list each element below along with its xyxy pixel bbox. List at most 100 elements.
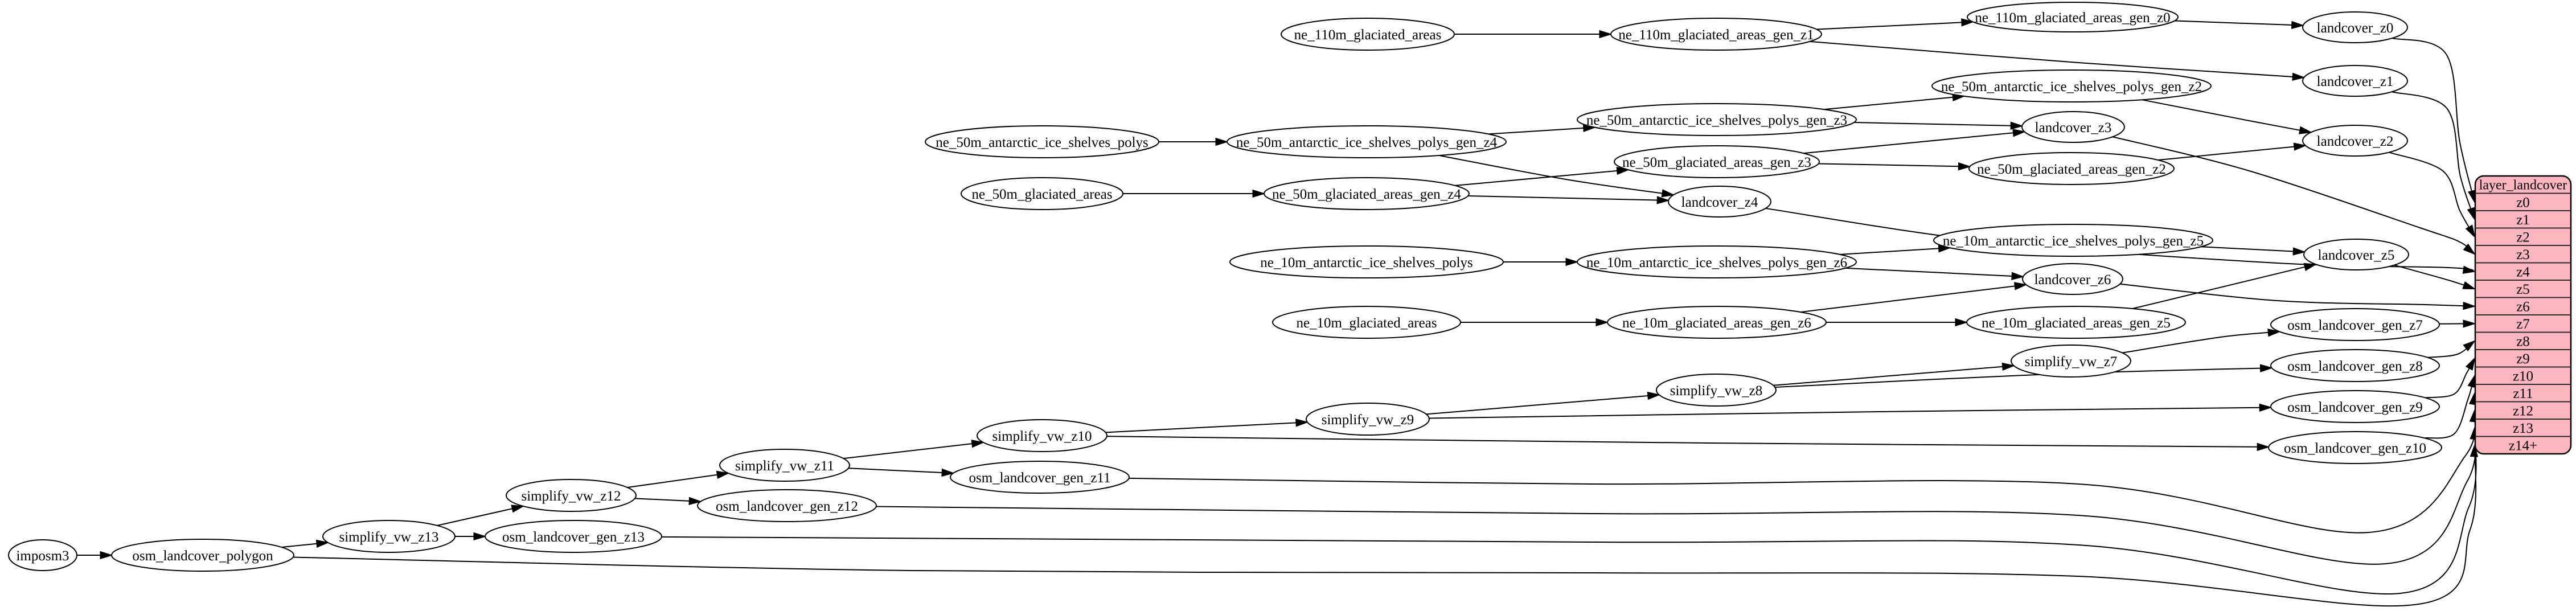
edge-landcover_z6-to-layer-landcover-z6 bbox=[2120, 283, 2476, 310]
node-ne_50m_antarctic_ice_shelves_polys: ne_50m_antarctic_ice_shelves_polys bbox=[925, 125, 1159, 158]
table-row-z14+: z14+ bbox=[2509, 438, 2537, 454]
edge-osm_landcover_gen_z9-to-layer-landcover-z9 bbox=[2425, 356, 2476, 399]
node-simplify_vw_z7: simplify_vw_z7 bbox=[2011, 345, 2131, 378]
table-row-z5: z5 bbox=[2516, 282, 2530, 297]
node-ne_110m_glaciated_areas_gen_z0: ne_110m_glaciated_areas_gen_z0 bbox=[1967, 2, 2179, 32]
node-simplify_vw_z10: simplify_vw_z10 bbox=[977, 419, 1107, 452]
node-ellipse-osm_landcover_gen_z9 bbox=[2270, 390, 2440, 423]
node-osm_landcover_gen_z8: osm_landcover_gen_z8 bbox=[2270, 349, 2440, 382]
node-label-landcover_z5: landcover_z5 bbox=[2318, 248, 2395, 263]
node-ne_50m_glaciated_areas_gen_z3: ne_50m_glaciated_areas_gen_z3 bbox=[1614, 145, 1820, 178]
node-ellipse-simplify_vw_z13 bbox=[322, 520, 456, 553]
edge-osm_landcover_gen_z7-to-layer-landcover-z7 bbox=[2439, 319, 2476, 328]
node-ellipse-osm_landcover_gen_z12 bbox=[697, 489, 877, 522]
node-ellipse-simplify_vw_z9 bbox=[1306, 403, 1430, 436]
edge-ne_50m_antarctic_ice_shelves_polys_gen_z3-to-ne_50m_antarctic_ice_shelves_polys_gen_z2 bbox=[1824, 93, 1966, 110]
node-label-landcover_z4: landcover_z4 bbox=[1681, 195, 1758, 210]
edge-ne_50m_antarctic_ice_shelves_polys_gen_z4-to-ne_50m_antarctic_ice_shelves_polys_gen_z3 bbox=[1488, 124, 1597, 135]
node-label-ne_50m_glaciated_areas_gen_z4: ne_50m_glaciated_areas_gen_z4 bbox=[1272, 187, 1461, 202]
edge-ne_50m_antarctic_ice_shelves_polys_gen_z3-to-landcover_z3 bbox=[1854, 121, 2024, 130]
node-ellipse-ne_110m_glaciated_areas_gen_z0 bbox=[1967, 2, 2179, 32]
node-label-ne_50m_glaciated_areas: ne_50m_glaciated_areas bbox=[971, 187, 1112, 202]
edge-osm_landcover_gen_z10-to-layer-landcover-z10 bbox=[2424, 374, 2476, 439]
node-ne_10m_glaciated_areas_gen_z6: ne_10m_glaciated_areas_gen_z6 bbox=[1607, 306, 1827, 339]
node-ellipse-ne_10m_glaciated_areas bbox=[1272, 306, 1461, 339]
edge-ne_110m_glaciated_areas_gen_z1-to-ne_110m_glaciated_areas_gen_z0 bbox=[1816, 18, 1975, 30]
node-ellipse-simplify_vw_z7 bbox=[2011, 345, 2131, 378]
node-ne_10m_glaciated_areas: ne_10m_glaciated_areas bbox=[1272, 306, 1461, 339]
node-landcover_z6: landcover_z6 bbox=[2022, 263, 2123, 295]
node-ellipse-osm_landcover_gen_z10 bbox=[2268, 431, 2442, 464]
node-ellipse-ne_10m_antarctic_ice_shelves_polys_gen_z5 bbox=[1933, 224, 2213, 257]
edge-ne_10m_antarctic_ice_shelves_polys_gen_z5-to-landcover_z5 bbox=[2201, 246, 2307, 256]
node-ne_10m_antarctic_ice_shelves_polys: ne_10m_antarctic_ice_shelves_polys bbox=[1229, 245, 1504, 278]
node-ne_50m_antarctic_ice_shelves_polys_gen_z3: ne_50m_antarctic_ice_shelves_polys_gen_z… bbox=[1577, 103, 1857, 136]
node-ellipse-landcover_z2 bbox=[2302, 125, 2408, 157]
node-ellipse-ne_50m_antarctic_ice_shelves_polys_gen_z3 bbox=[1577, 103, 1857, 136]
edge-ne_50m_glaciated_areas_gen_z4-to-ne_50m_glaciated_areas_gen_z3 bbox=[1455, 166, 1630, 186]
node-label-ne_50m_antarctic_ice_shelves_polys_gen_z2: ne_50m_antarctic_ice_shelves_polys_gen_z… bbox=[1941, 79, 2202, 95]
node-label-simplify_vw_z7: simplify_vw_z7 bbox=[2025, 354, 2118, 370]
node-label-ne_110m_glaciated_areas: ne_110m_glaciated_areas bbox=[1294, 27, 1442, 43]
node-label-osm_landcover_gen_z9: osm_landcover_gen_z9 bbox=[2287, 400, 2422, 415]
node-ellipse-ne_50m_glaciated_areas_gen_z4 bbox=[1264, 177, 1470, 210]
node-ne_50m_glaciated_areas_gen_z2: ne_50m_glaciated_areas_gen_z2 bbox=[1968, 152, 2175, 185]
node-label-ne_50m_antarctic_ice_shelves_polys_gen_z3: ne_50m_antarctic_ice_shelves_polys_gen_z… bbox=[1586, 113, 1847, 128]
node-ellipse-landcover_z1 bbox=[2302, 65, 2408, 97]
node-label-osm_landcover_gen_z12: osm_landcover_gen_z12 bbox=[716, 499, 858, 514]
node-label-osm_landcover_gen_z13: osm_landcover_gen_z13 bbox=[502, 530, 645, 545]
node-ellipse-landcover_z5 bbox=[2303, 239, 2409, 270]
table-row-z13: z13 bbox=[2513, 421, 2533, 436]
table-row-z3: z3 bbox=[2516, 247, 2530, 263]
node-label-landcover_z0: landcover_z0 bbox=[2317, 20, 2394, 36]
node-label-simplify_vw_z10: simplify_vw_z10 bbox=[992, 429, 1092, 444]
node-label-osm_landcover_gen_z10: osm_landcover_gen_z10 bbox=[2284, 441, 2426, 456]
node-osm_landcover_gen_z13: osm_landcover_gen_z13 bbox=[485, 520, 662, 553]
edge-landcover_z4-to-layer-landcover-z4 bbox=[1765, 207, 2476, 274]
node-label-ne_10m_glaciated_areas_gen_z5: ne_10m_glaciated_areas_gen_z5 bbox=[1982, 315, 2171, 331]
node-label-simplify_vw_z12: simplify_vw_z12 bbox=[522, 489, 621, 504]
node-ne_10m_glaciated_areas_gen_z5: ne_10m_glaciated_areas_gen_z5 bbox=[1966, 306, 2186, 339]
edge-landcover_z3-to-layer-landcover-z3 bbox=[2112, 136, 2476, 255]
node-label-landcover_z3: landcover_z3 bbox=[2035, 120, 2112, 136]
node-label-ne_50m_antarctic_ice_shelves_polys: ne_50m_antarctic_ice_shelves_polys bbox=[936, 135, 1148, 150]
node-ellipse-simplify_vw_z8 bbox=[1656, 374, 1777, 407]
edge-ne_10m_glaciated_areas_gen_z5-to-landcover_z5 bbox=[2132, 263, 2317, 309]
table-row-z6: z6 bbox=[2516, 300, 2530, 315]
node-label-osm_landcover_gen_z11: osm_landcover_gen_z11 bbox=[969, 470, 1111, 486]
node-label-ne_10m_antarctic_ice_shelves_polys: ne_10m_antarctic_ice_shelves_polys bbox=[1260, 255, 1473, 270]
edge-ne_50m_antarctic_ice_shelves_polys_gen_z4-to-landcover_z4 bbox=[1438, 154, 1675, 198]
edge-ne_50m_antarctic_ice_shelves_polys_gen_z2-to-landcover_z2 bbox=[2142, 99, 2313, 134]
node-ellipse-ne_50m_antarctic_ice_shelves_polys bbox=[925, 125, 1159, 158]
node-ellipse-ne_110m_glaciated_areas_gen_z1 bbox=[1610, 18, 1822, 51]
table-row-z0: z0 bbox=[2516, 195, 2530, 211]
edge-osm_landcover_gen_z8-to-layer-landcover-z8 bbox=[2427, 340, 2476, 358]
node-ellipse-simplify_vw_z10 bbox=[977, 419, 1107, 452]
node-label-ne_50m_antarctic_ice_shelves_polys_gen_z4: ne_50m_antarctic_ice_shelves_polys_gen_z… bbox=[1236, 135, 1498, 150]
node-ellipse-osm_landcover_gen_z8 bbox=[2270, 349, 2440, 382]
edge-osm_landcover_polygon-to-layer-landcover-z14+ bbox=[293, 444, 2479, 607]
edge-ne_50m_glaciated_areas_gen_z4-to-landcover_z4 bbox=[1468, 195, 1670, 204]
node-ne_50m_glaciated_areas_gen_z4: ne_50m_glaciated_areas_gen_z4 bbox=[1264, 177, 1470, 210]
table-row-z1: z1 bbox=[2516, 212, 2530, 228]
node-label-ne_10m_glaciated_areas: ne_10m_glaciated_areas bbox=[1296, 315, 1437, 331]
edge-ne_110m_glaciated_areas_gen_z1-to-landcover_z1 bbox=[1810, 40, 2306, 81]
node-label-landcover_z2: landcover_z2 bbox=[2317, 134, 2394, 149]
node-ellipse-ne_10m_antarctic_ice_shelves_polys_gen_z6 bbox=[1577, 245, 1857, 278]
node-ellipse-landcover_z0 bbox=[2302, 11, 2408, 43]
edge-simplify_vw_z10-to-osm_landcover_gen_z10 bbox=[1106, 436, 2270, 451]
edge-osm_landcover_polygon-to-simplify_vw_z13 bbox=[281, 539, 330, 548]
node-ellipse-simplify_vw_z11 bbox=[719, 449, 850, 482]
edge-ne_10m_glaciated_areas_gen_z6-to-landcover_z6 bbox=[1800, 282, 2028, 313]
node-simplify_vw_z8: simplify_vw_z8 bbox=[1656, 374, 1777, 407]
node-ne_50m_antarctic_ice_shelves_polys_gen_z4: ne_50m_antarctic_ice_shelves_polys_gen_z… bbox=[1227, 125, 1507, 158]
node-ne_110m_glaciated_areas_gen_z1: ne_110m_glaciated_areas_gen_z1 bbox=[1610, 18, 1822, 51]
edge-landcover_z0-to-layer-landcover-z0 bbox=[2392, 38, 2476, 204]
node-simplify_vw_z11: simplify_vw_z11 bbox=[719, 449, 850, 482]
edge-simplify_vw_z12-to-simplify_vw_z11 bbox=[627, 470, 730, 489]
node-osm_landcover_gen_z7: osm_landcover_gen_z7 bbox=[2270, 308, 2440, 341]
node-ne_10m_antarctic_ice_shelves_polys_gen_z5: ne_10m_antarctic_ice_shelves_polys_gen_z… bbox=[1933, 224, 2213, 257]
node-osm_landcover_gen_z12: osm_landcover_gen_z12 bbox=[697, 489, 877, 522]
